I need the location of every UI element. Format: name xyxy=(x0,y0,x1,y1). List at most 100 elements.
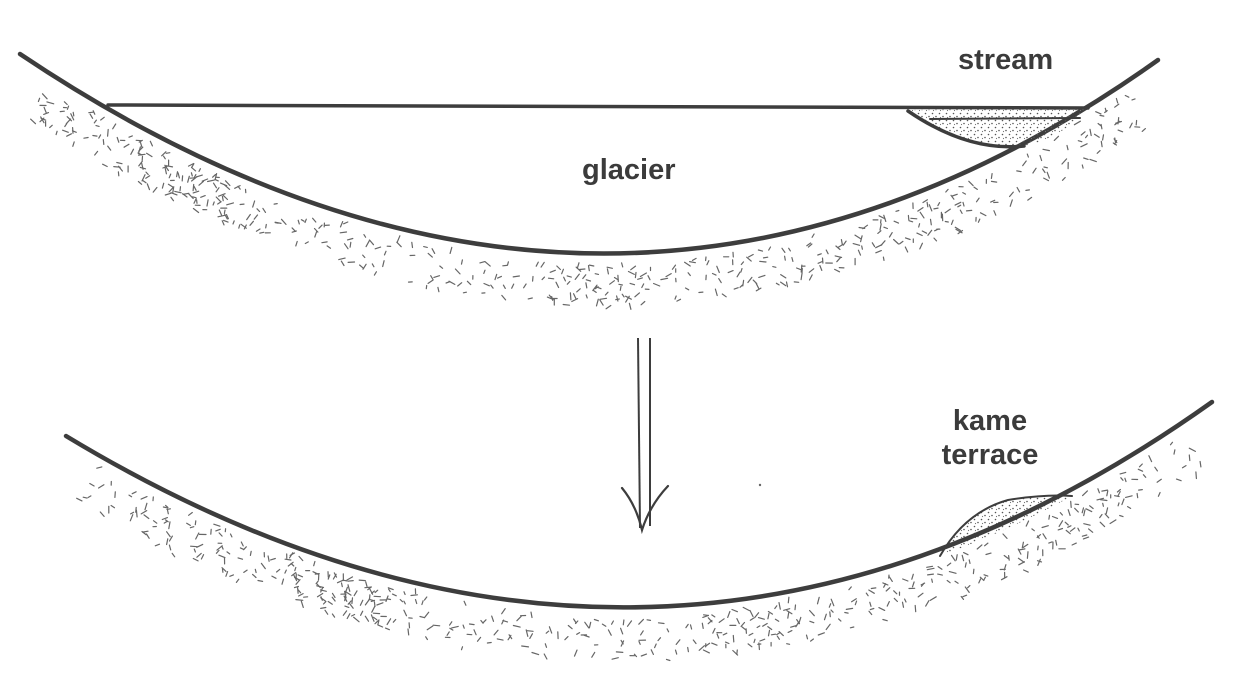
stipple-dash xyxy=(1048,514,1051,520)
stipple-dash xyxy=(240,541,244,547)
stipple-dash xyxy=(146,152,153,158)
stipple-dash xyxy=(983,542,989,547)
stipple-dash xyxy=(289,552,296,557)
stipple-dash xyxy=(363,234,367,238)
stipple-dash xyxy=(950,554,956,562)
stipple-dash xyxy=(1022,543,1029,549)
stipple-dash xyxy=(358,579,366,582)
stipple-dash xyxy=(840,239,844,246)
stipple-dash xyxy=(479,261,486,264)
stipple-dash xyxy=(1175,478,1182,482)
stipple-dash xyxy=(547,277,555,280)
stipple-dash xyxy=(530,611,533,619)
stipple-dash xyxy=(370,614,375,622)
stipple-dash xyxy=(578,268,586,271)
stipple-dash xyxy=(522,283,527,289)
stipple-dash xyxy=(531,651,540,656)
stipple-dash xyxy=(1097,122,1102,127)
stipple-dash xyxy=(486,641,492,644)
stipple-dash xyxy=(893,220,900,224)
stipple-dash xyxy=(196,174,203,178)
stipple-dash xyxy=(101,163,108,168)
stipple-dash xyxy=(830,598,835,607)
stipple-dash xyxy=(1119,471,1127,475)
stipple-dash xyxy=(116,161,123,165)
stipple-dash xyxy=(834,268,841,273)
stipple-dash xyxy=(671,264,677,270)
stipple-dash xyxy=(1093,133,1100,138)
stipple-dash xyxy=(1055,539,1058,546)
stipple-dash xyxy=(188,193,194,200)
stipple-dash xyxy=(606,268,610,275)
stipple-dash xyxy=(421,600,424,606)
stipple-dash xyxy=(344,605,350,609)
stipple-dash xyxy=(869,607,875,611)
stipple-dash xyxy=(1009,199,1013,207)
stipple-dash xyxy=(346,237,354,241)
stipple-dash xyxy=(806,242,812,247)
stipple-dash xyxy=(622,619,625,626)
stipple-dash xyxy=(922,199,929,204)
stipple-dash xyxy=(179,186,182,192)
stipple-dash xyxy=(685,623,689,629)
stipple-dash xyxy=(212,201,215,206)
stipple-dash xyxy=(30,118,37,125)
stipple-dash xyxy=(182,192,190,195)
stipple-dash xyxy=(1080,131,1086,136)
stipple-dash xyxy=(1173,449,1176,455)
stipple-dash xyxy=(979,212,987,217)
stipple-dash xyxy=(123,143,130,148)
stipple-dash xyxy=(83,136,89,139)
stipple-dash xyxy=(634,271,637,279)
stipple-dash xyxy=(588,264,595,267)
stipple-dash xyxy=(368,598,375,602)
stipple-dash xyxy=(229,574,234,577)
stipple-dash xyxy=(110,504,116,509)
stipple-dash xyxy=(756,625,761,629)
stipple-dash xyxy=(916,232,923,237)
stipple-dash xyxy=(1042,533,1047,540)
stipple-dash xyxy=(215,528,221,532)
stipple-dash xyxy=(215,549,220,554)
stipple-dash xyxy=(135,506,137,513)
stipple-dash xyxy=(271,575,277,579)
stipple-dash xyxy=(1124,94,1130,98)
stipple-dash xyxy=(343,221,349,225)
stipple-dash xyxy=(359,599,364,606)
stipple-dash xyxy=(1083,523,1091,526)
stipple-dash xyxy=(768,246,772,251)
stipple-dash xyxy=(1120,477,1124,481)
stipple-dash xyxy=(854,234,862,240)
stipple-dash xyxy=(736,271,741,278)
stipple-dash xyxy=(562,303,571,306)
stipple-dash xyxy=(293,585,299,589)
stipple-dash xyxy=(615,651,624,654)
stipple-dash xyxy=(223,209,226,214)
stipple-dash xyxy=(787,611,790,619)
stipple-dash xyxy=(221,195,224,202)
stipple-dash xyxy=(270,557,276,561)
stipple-dash xyxy=(615,295,619,302)
stipple-dash xyxy=(1142,474,1147,478)
stipple-dash xyxy=(955,554,958,561)
stipple-dash xyxy=(215,187,220,193)
stipple-dash xyxy=(96,466,103,469)
stipple-dash xyxy=(595,298,599,307)
stipple-dash xyxy=(593,618,600,622)
stipple-dash xyxy=(749,609,754,618)
kame-label-line2: terrace xyxy=(941,439,1039,471)
stipple-dash xyxy=(344,593,347,602)
stipple-dash xyxy=(260,562,266,570)
stipple-dash xyxy=(901,601,905,608)
stipple-dash xyxy=(131,491,137,495)
stipple-dash xyxy=(433,275,441,278)
stipple-dash xyxy=(324,609,329,615)
stipple-dash xyxy=(194,520,197,526)
stipple-dash xyxy=(925,600,930,607)
stipple-dash xyxy=(1027,196,1033,201)
stipple-dash xyxy=(740,261,745,266)
stipple-dash xyxy=(584,621,590,629)
stipple-dash xyxy=(255,228,261,232)
stipple-dash xyxy=(585,294,588,299)
stipple-dash xyxy=(746,256,752,262)
